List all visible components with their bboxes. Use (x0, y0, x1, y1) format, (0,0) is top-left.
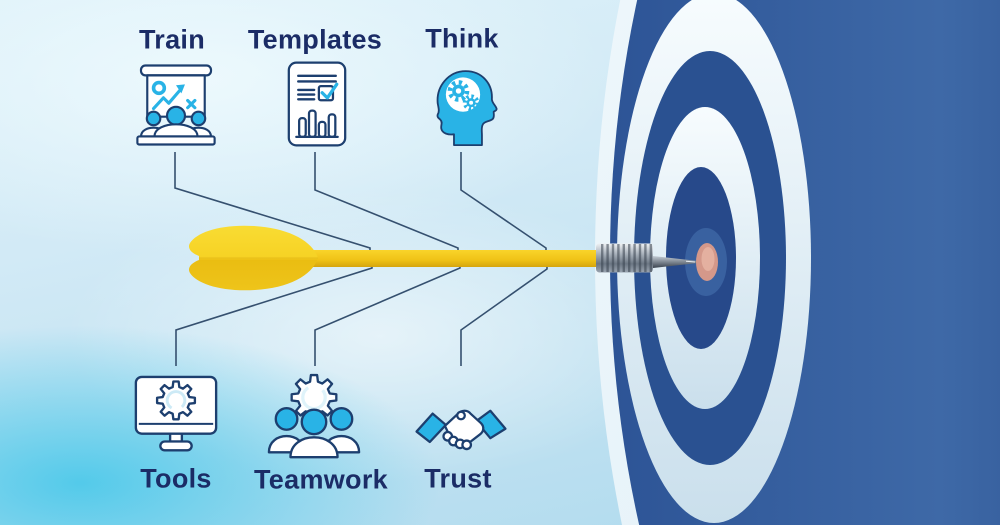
dart-barrel-knurling (601, 244, 652, 272)
dart-needle (653, 256, 696, 268)
gear-small (462, 94, 480, 112)
connector-trust (460, 259, 548, 366)
think-head-gears-icon (436, 70, 498, 146)
gear (290, 373, 338, 421)
label-trust: Trust (424, 463, 492, 494)
dart (189, 225, 696, 291)
dart-shaft (312, 250, 602, 267)
dartboard (595, 0, 1000, 525)
trust-handshake-icon (415, 409, 507, 451)
templates-document-icon (287, 61, 347, 147)
dart-needle-glint (685, 260, 696, 263)
label-think: Think (425, 23, 499, 54)
connector-templates (314, 152, 459, 256)
label-templates: Templates (247, 24, 383, 55)
label-train: Train (138, 24, 206, 55)
bullseye-spot-highlight (701, 247, 715, 271)
gear-large (447, 80, 470, 102)
label-teamwork: Teamwork (254, 464, 388, 495)
label-tools: Tools (140, 463, 212, 494)
training-presentation-icon (136, 64, 216, 146)
teamwork-group-gear-icon (267, 373, 361, 459)
tools-monitor-gear-icon (134, 375, 218, 452)
connector-think (460, 152, 547, 256)
gear (155, 380, 197, 421)
connector-teamwork (314, 259, 461, 366)
